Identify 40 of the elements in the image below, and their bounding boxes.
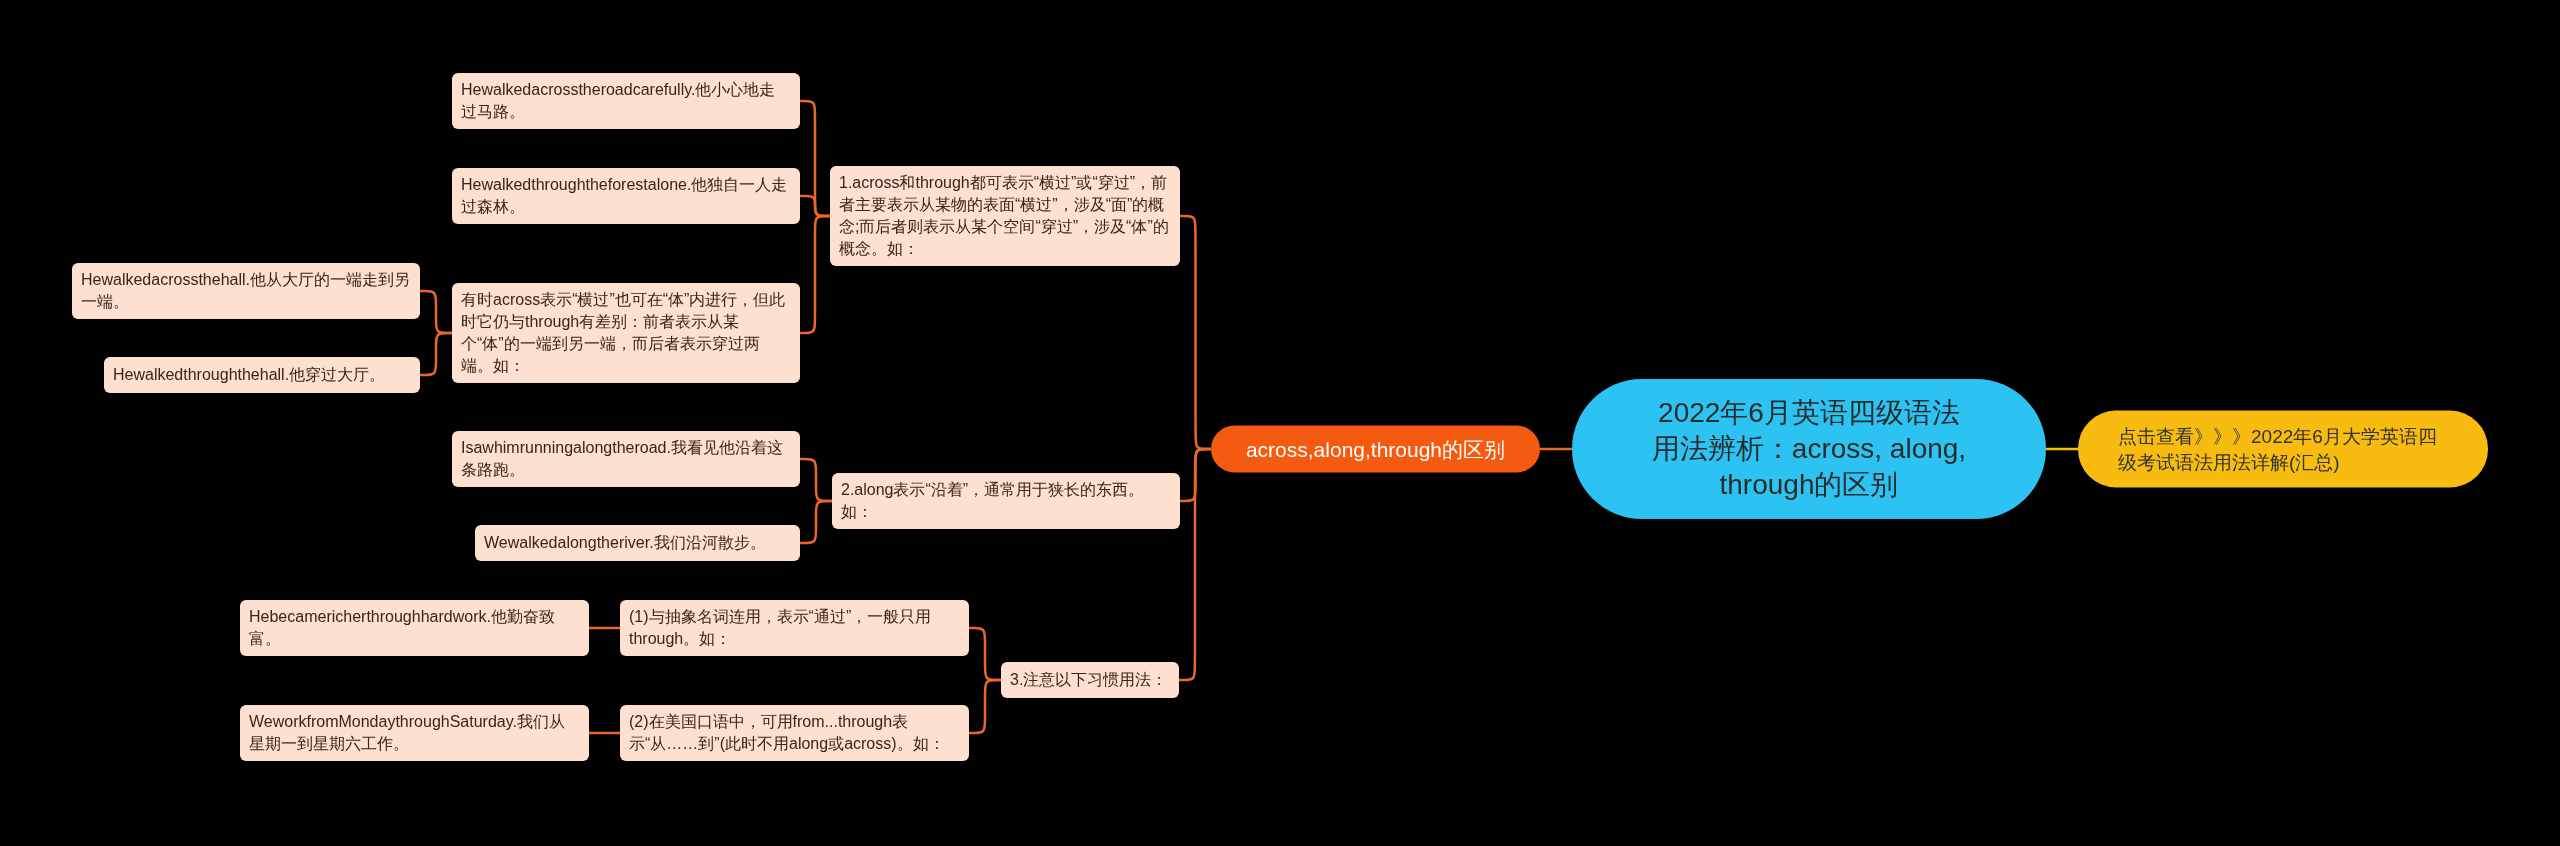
example-card xyxy=(240,705,589,761)
subtopic-text: (2)在美国口语中，可用from...through表示“从……到”(此时不用along或across)。如： xyxy=(629,712,946,754)
connector-line xyxy=(799,214,831,335)
subtopic-card xyxy=(452,283,800,383)
subtopic-text: 3.注意以下习惯用法： xyxy=(1010,670,1168,690)
example-text: Hewalkedacrosstheroadcarefully.他小心地走过马路。 xyxy=(461,80,777,122)
example-card xyxy=(104,357,420,393)
example-text: Isawhimrunningalongtheroad.我看见他沿着这条路跑。 xyxy=(461,438,784,480)
example-text: Hewalkedacrossthehall.他从大厅的一端走到另一端。 xyxy=(81,270,411,312)
example-text: Hewalkedthroughtheforestalone.他独自一人走过森林。 xyxy=(461,175,789,217)
example-card xyxy=(72,263,420,319)
example-card xyxy=(452,168,800,224)
subtopic-text: 1.across和through都可表示“横过”或“穿过”，前者主要表示从某物的表面“横过”，涉及“面”的概念;而后者则表示从某个空间“穿过”，涉及“体”的概念。如： xyxy=(839,173,1170,259)
example-card xyxy=(240,600,589,656)
subtopic-card xyxy=(620,705,969,761)
connector-line xyxy=(1178,447,1212,682)
subtopic-card xyxy=(1001,662,1179,698)
connector-line xyxy=(1540,447,1572,451)
connector-line xyxy=(589,626,620,630)
example-text: Wewalkedalongtheriver.我们沿河散步。 xyxy=(484,533,766,553)
example-text: WeworkfromMondaythroughSaturday.我们从星期一到星期六工作。 xyxy=(249,712,566,754)
example-text: Hebecamericherthroughhardwork.他勤奋致富。 xyxy=(249,607,556,649)
example-card xyxy=(475,525,800,561)
subtopic-text: 2.along表示“沿着”，通常用于狭长的东西。如： xyxy=(841,480,1146,522)
example-text: Hewalkedthroughthehall.他穿过大厅。 xyxy=(113,365,386,385)
connector-line xyxy=(589,731,620,735)
subtopic-card xyxy=(832,473,1180,529)
connector-line xyxy=(419,331,453,377)
branch-topic-pill xyxy=(1211,425,1540,473)
subtopic-text: (1)与抽象名词连用，表示“通过”，一般只用through。如： xyxy=(629,607,933,649)
connector-line xyxy=(799,499,833,545)
subtopic-text: 有时across表示“横过”也可在“体”内进行，但此时它仍与through有差别：前者表示从某个“体”的一端到另一端，而后者表示穿过两端。如： xyxy=(461,290,787,376)
example-card xyxy=(452,73,800,129)
branch-topic-text: across,along,through的区别 xyxy=(1245,436,1506,463)
related-topic-text: 点击查看》》》2022年6月大学英语四级考试语法用法详解(汇总) xyxy=(2118,424,2438,475)
connector-line xyxy=(2046,447,2078,451)
subtopic-card xyxy=(830,166,1180,266)
subtopic-card xyxy=(620,600,969,656)
topic-title: 2022年6月英语四级语法用法辨析：across, along, through的区别 xyxy=(1650,396,1968,502)
example-card xyxy=(452,431,800,487)
